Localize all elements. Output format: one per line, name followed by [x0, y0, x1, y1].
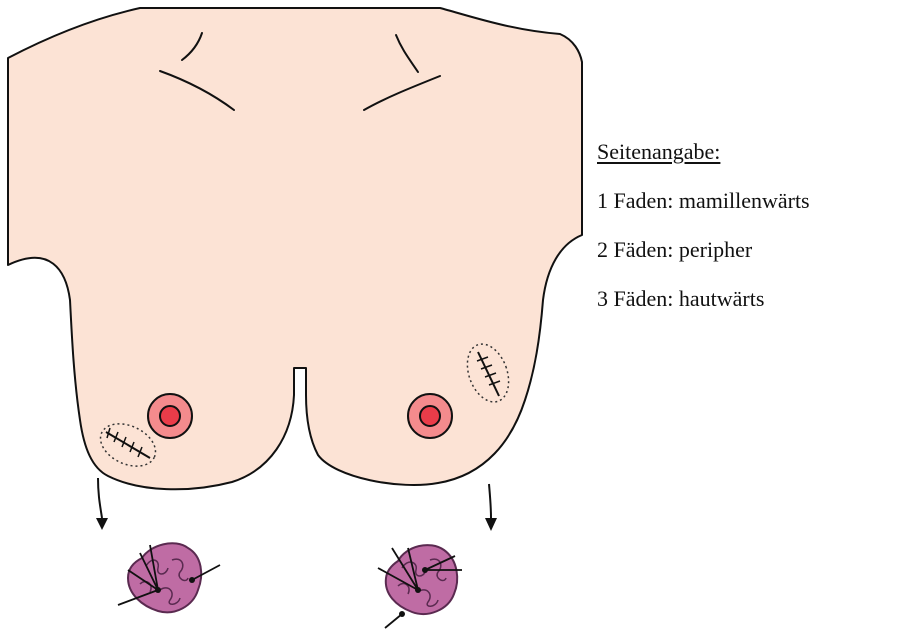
left-specimen — [118, 543, 220, 612]
right-nipple — [420, 406, 440, 426]
torso-silhouette — [8, 8, 582, 489]
right-arrowhead — [485, 518, 497, 531]
right-arrow — [485, 484, 497, 531]
right-thread-dot-1 — [415, 587, 421, 593]
right-arrow-shaft — [489, 484, 491, 518]
right-specimen — [378, 545, 462, 628]
legend-item-three-sutures: 3 Fäden: hautwärts — [597, 284, 897, 313]
legend-item-two-sutures: 2 Fäden: peripher — [597, 235, 897, 264]
left-arrow-shaft — [98, 478, 102, 518]
left-arrowhead — [96, 518, 108, 530]
right-thread-dot-3 — [399, 611, 405, 617]
suture-legend: Seitenangabe: 1 Faden: mamillenwärts 2 F… — [597, 137, 897, 333]
right-thread-dot-2 — [422, 567, 428, 573]
left-nipple — [160, 406, 180, 426]
left-thread-dot-1 — [155, 587, 161, 593]
legend-item-one-suture: 1 Faden: mamillenwärts — [597, 186, 897, 215]
left-arrow — [96, 478, 108, 530]
left-thread-dot-2 — [189, 577, 195, 583]
legend-title: Seitenangabe: — [597, 137, 897, 166]
